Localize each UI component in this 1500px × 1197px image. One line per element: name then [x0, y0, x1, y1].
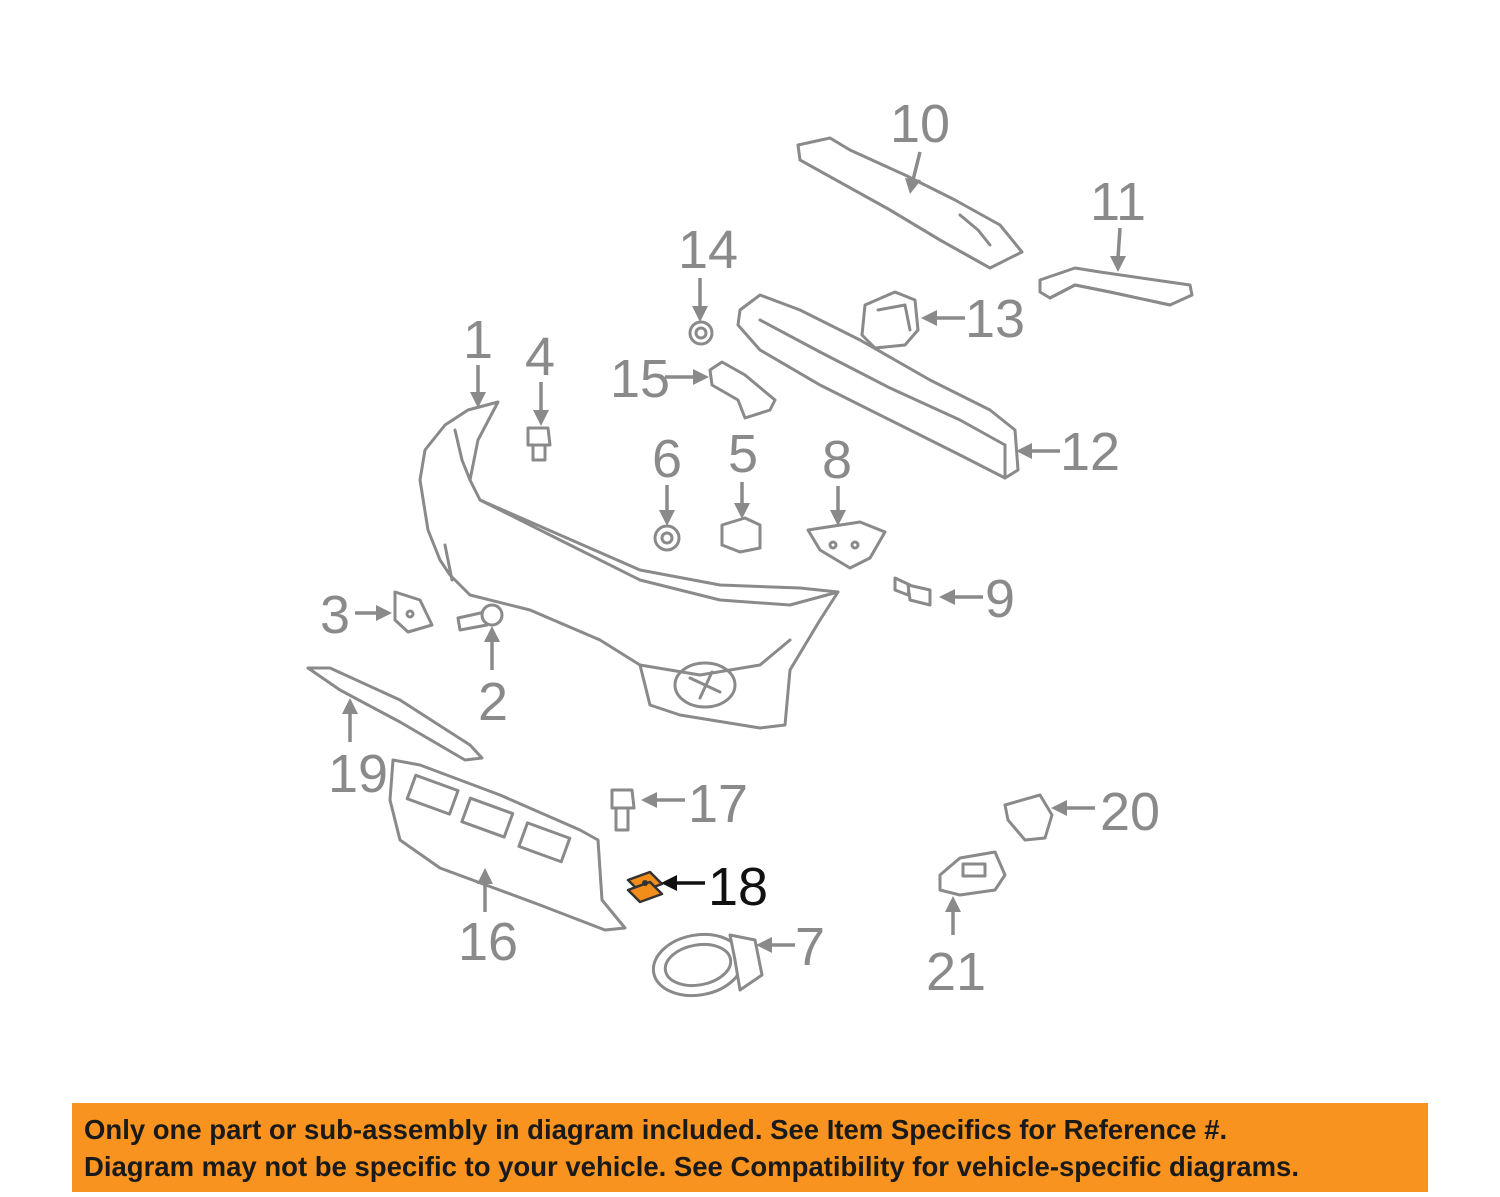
callout-17: 17 [688, 774, 748, 834]
callout-11: 11 [1090, 172, 1146, 232]
part-9-bolt [893, 576, 932, 607]
part-1-bumper-cover [418, 400, 840, 730]
part-4-bolt [526, 426, 552, 462]
callout-labels: 1 2 3 4 5 6 7 8 9 10 11 12 13 14 15 16 1… [320, 94, 1160, 1002]
disclaimer-banner: Only one part or sub-assembly in diagram… [72, 1103, 1428, 1192]
part-15-bracket [708, 360, 777, 420]
part-18-clip-highlighted [626, 870, 664, 904]
callout-18-highlighted: 18 [708, 857, 768, 917]
callout-20: 20 [1100, 782, 1160, 842]
callout-8: 8 [822, 430, 852, 490]
callout-5: 5 [728, 424, 758, 484]
callout-2: 2 [478, 672, 508, 732]
callout-9: 9 [985, 569, 1015, 629]
part-2-bolt [456, 603, 504, 632]
part-20-bracket [1003, 793, 1054, 842]
part-8-bracket [806, 520, 887, 570]
callout-19: 19 [328, 744, 388, 804]
callout-15: 15 [610, 349, 670, 409]
callout-13: 13 [965, 289, 1025, 349]
callout-12: 12 [1060, 422, 1120, 482]
part-14-nut [688, 320, 714, 346]
parts-diagram: 1 2 3 4 5 6 7 8 9 10 11 12 13 14 15 16 1… [306, 94, 1194, 1002]
part-19-molding [306, 666, 484, 762]
part-6-grommet [653, 524, 681, 552]
callout-4: 4 [525, 327, 555, 387]
part-21-bracket [938, 850, 1007, 897]
callout-7: 7 [795, 917, 825, 977]
part-3-clip [393, 590, 434, 634]
callout-10: 10 [890, 94, 950, 154]
part-13-support [860, 290, 920, 350]
callout-14: 14 [678, 220, 738, 280]
part-10-reinforcement [796, 136, 1024, 270]
part-7-fog-lamp [651, 932, 764, 998]
disclaimer-line-2: Diagram may not be specific to your vehi… [84, 1151, 1299, 1182]
part-11-bracket [1038, 266, 1194, 307]
callout-21: 21 [926, 942, 986, 1002]
callout-6: 6 [652, 429, 682, 489]
part-12-absorber [736, 293, 1020, 480]
disclaimer-line-1: Only one part or sub-assembly in diagram… [84, 1114, 1228, 1145]
part-5-retainer [720, 516, 762, 554]
callout-3: 3 [320, 585, 350, 645]
callout-arrows [342, 151, 1126, 953]
part-16-lower-grille [388, 758, 627, 932]
part-17-bolt [610, 788, 636, 832]
callout-1: 1 [463, 310, 493, 370]
callout-16: 16 [458, 912, 518, 972]
